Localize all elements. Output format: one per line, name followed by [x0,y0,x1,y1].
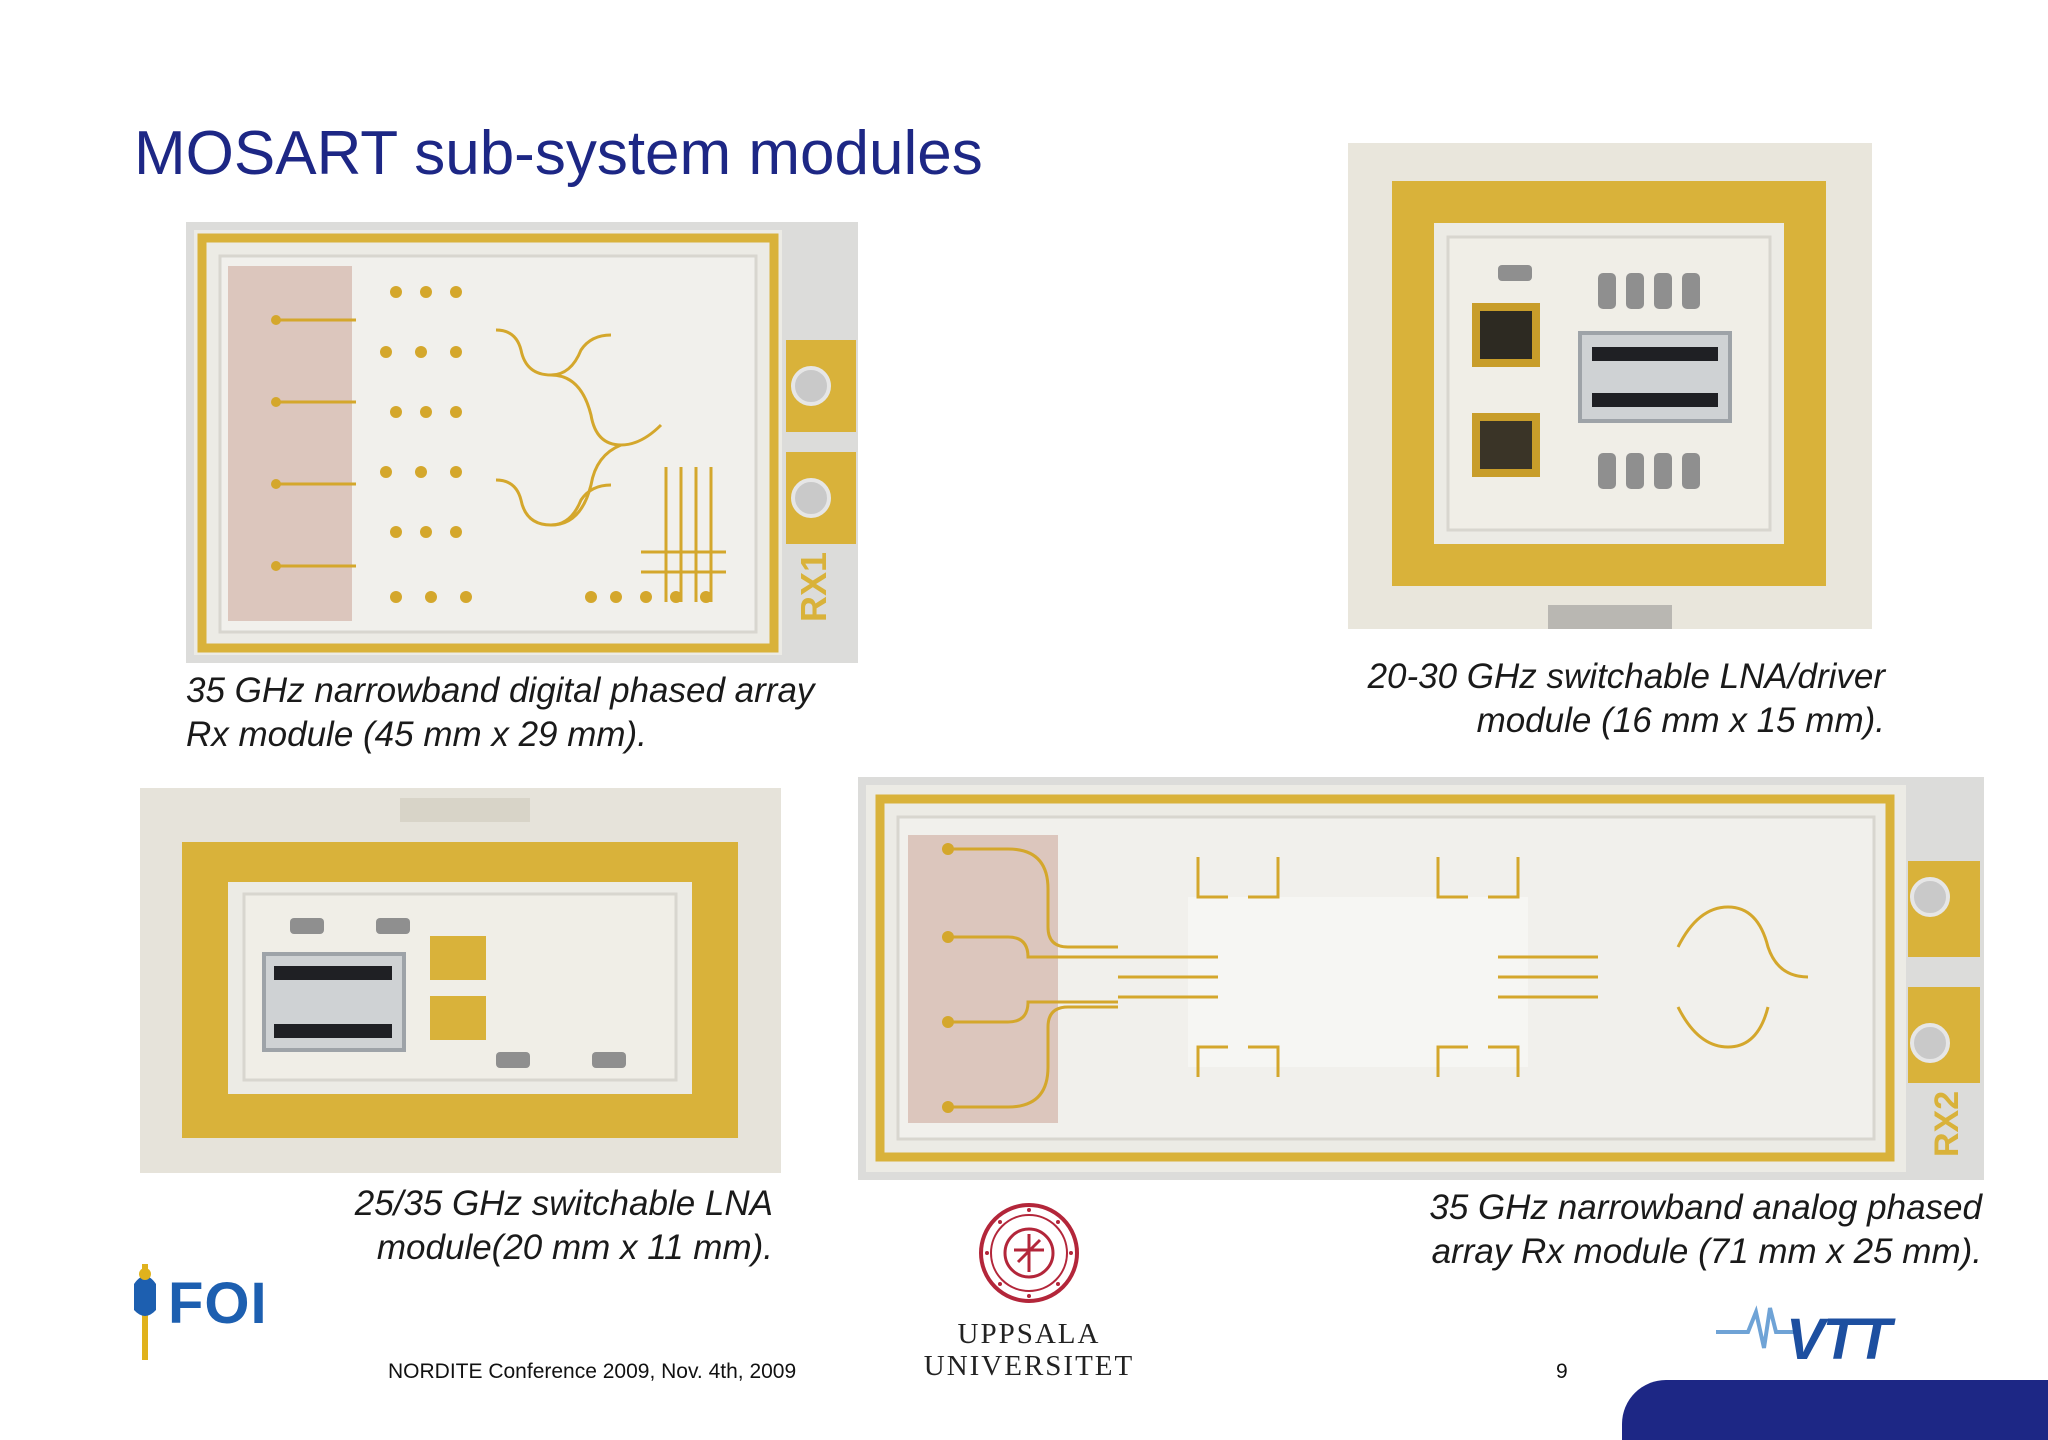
caption-lna-driver: 20-30 GHz switchable LNA/driver module (… [1368,655,1885,743]
caption-digital-rx-line2: Rx module (45 mm x 29 mm). [186,715,647,754]
module-photo-digital-rx: RX1 [186,222,858,663]
caption-lna: 25/35 GHz switchable LNA module(20 mm x … [355,1182,773,1270]
footer-conference: NORDITE Conference 2009, Nov. 4th, 2009 [388,1360,797,1383]
caption-analog-rx-line1: 35 GHz narrowband analog phased [1429,1188,1982,1227]
slide-title: MOSART sub-system modules [134,119,983,188]
uu-seal-icon [978,1202,1080,1304]
caption-analog-rx-line2: array Rx module (71 mm x 25 mm). [1431,1232,1982,1271]
caption-digital-rx: 35 GHz narrowband digital phased array R… [186,669,814,757]
foi-wordmark: FOI [168,1271,268,1336]
foi-crest-icon [134,1264,156,1360]
uu-name-line2: UNIVERSITET [923,1350,1135,1382]
uu-name-line1: UPPSALA [957,1318,1101,1350]
vtt-wordmark: VTT [1786,1307,1892,1372]
caption-lna-driver-line2: module (16 mm x 15 mm). [1476,701,1885,740]
caption-lna-line2: module(20 mm x 11 mm). [376,1228,773,1267]
caption-analog-rx: 35 GHz narrowband analog phased array Rx… [1429,1186,1982,1274]
module-photo-analog-rx: RX2 [858,777,1984,1180]
module-photo-lna [140,788,781,1173]
board-label-rx2: RX2 [1928,1091,1966,1157]
module-photo-lna-driver [1348,143,1872,629]
vtt-signal-icon [1716,1305,1800,1349]
footer-accent-bar [1622,1380,2048,1440]
caption-digital-rx-line1: 35 GHz narrowband digital phased array [186,671,815,710]
foi-logo: FOI [126,1262,286,1362]
board-label-rx1: RX1 [793,552,834,622]
caption-lna-line1: 25/35 GHz switchable LNA [354,1184,773,1223]
page-number: 9 [1556,1360,1568,1383]
vtt-logo: VTT [1716,1302,1956,1372]
caption-lna-driver-line1: 20-30 GHz switchable LNA/driver [1367,657,1885,696]
